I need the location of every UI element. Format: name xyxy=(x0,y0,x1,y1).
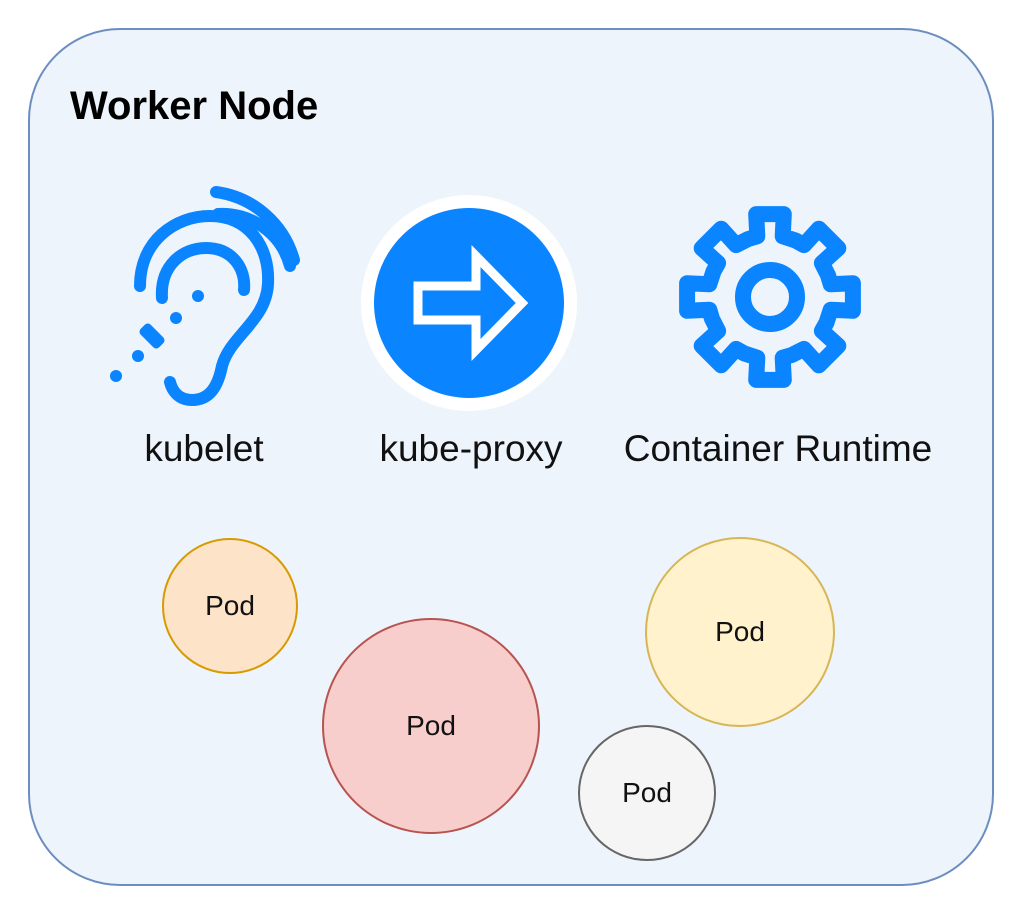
kube-proxy-label: kube-proxy xyxy=(379,428,563,469)
arrow-right-circle-icon xyxy=(358,192,580,414)
pod-label: Pod xyxy=(622,777,672,808)
pod-circle: Pod xyxy=(162,538,298,674)
pod-label: Pod xyxy=(715,616,765,647)
hearing-ear-icon xyxy=(100,186,310,416)
pod-circle: Pod xyxy=(645,537,835,727)
pod-label: Pod xyxy=(205,590,255,621)
pod-circle: Pod xyxy=(322,618,540,834)
pod-label: Pod xyxy=(406,710,456,741)
kubelet-label: kubelet xyxy=(144,428,264,469)
container-runtime-label: Container Runtime xyxy=(623,428,933,469)
pod-circle: Pod xyxy=(578,725,716,861)
gear-icon xyxy=(664,186,876,408)
worker-node-title: Worker Node xyxy=(70,84,319,128)
